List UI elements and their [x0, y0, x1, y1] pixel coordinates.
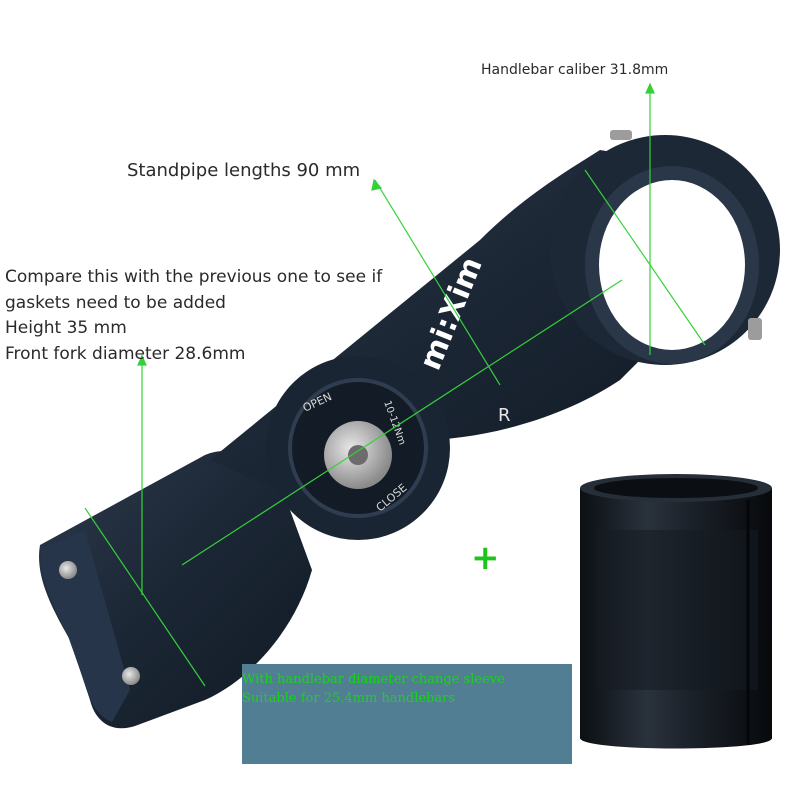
clamp-bolt-side — [748, 318, 762, 340]
compare-note: Compare this with the previous one to se… — [5, 265, 382, 367]
sleeve-note-line: Suitable for 25.4mm handlebars — [242, 691, 456, 706]
handlebar-clamp-lip — [585, 166, 759, 364]
sleeve-note-box: With handlebar diameter change sleeve Su… — [242, 664, 572, 764]
reducer-sleeve — [580, 474, 772, 749]
pivot-bolt-socket — [348, 445, 368, 465]
faceplate-bolt-top — [59, 561, 77, 579]
compare-line: Compare this with the previous one to se… — [5, 267, 383, 287]
handlebar-clamp-bore — [592, 173, 752, 357]
height-label: Height 35 mm — [5, 318, 127, 338]
handlebar-caliber-label: Handlebar caliber 31.8mm — [481, 62, 669, 78]
length-guide — [181, 279, 623, 566]
fork-diameter-guide — [84, 507, 206, 687]
fork-diameter-label: Front fork diameter 28.6mm — [5, 343, 246, 364]
clamp-diameter-guide — [584, 169, 706, 346]
steerer-clamp-face — [41, 530, 130, 722]
standpipe-length-label: Standpipe lengths 90 mm — [127, 160, 361, 181]
faceplate-bolt-bottom — [122, 667, 140, 685]
sleeve-note-line: With handlebar diameter change sleeve — [242, 672, 505, 687]
compare-line: gaskets need to be added — [5, 292, 226, 313]
clamp-bolt-top — [610, 130, 632, 140]
measurement-guides — [84, 82, 706, 687]
stray-letter: R — [498, 405, 511, 426]
standpipe-guide — [374, 179, 501, 386]
plus-sign: + — [471, 538, 500, 578]
